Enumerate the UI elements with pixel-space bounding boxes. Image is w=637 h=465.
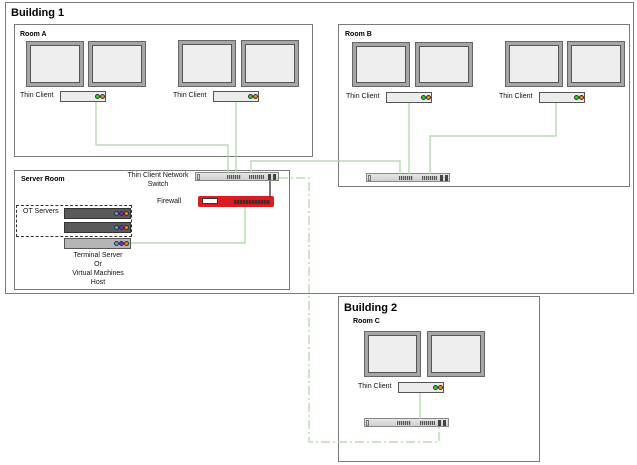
switch-mount-ear (368, 175, 371, 181)
terminal-server[interactable] (64, 238, 131, 249)
monitor (567, 41, 625, 87)
thin-client-label: Thin Client (20, 92, 54, 99)
thin-client[interactable] (60, 91, 106, 102)
room-c-network-switch[interactable] (364, 418, 449, 427)
switch-label-line-1: Thin Client Network (127, 172, 189, 179)
ot-servers-label: OT Servers (23, 208, 59, 215)
status-led-purple (119, 211, 124, 216)
terminal-server-label: Terminal Server Or Virtual Machines Host (57, 251, 139, 287)
switch-ports (399, 176, 413, 180)
terminal-server-label-line: Or (94, 261, 102, 268)
monitor (364, 331, 421, 377)
switch-uplink-port (443, 420, 446, 426)
firewall[interactable] (198, 196, 274, 207)
status-led-orange (438, 385, 443, 390)
status-led-green (574, 95, 579, 100)
switch-uplink-port (445, 175, 448, 181)
thin-client[interactable] (539, 92, 585, 103)
status-led-orange (100, 94, 105, 99)
terminal-server-label-line: Host (90, 279, 106, 286)
room-c-title: Room C (353, 318, 380, 325)
status-led-blue (114, 225, 119, 230)
monitor (427, 331, 485, 377)
monitor (241, 40, 299, 87)
building-1-title: Building 1 (11, 7, 65, 19)
terminal-server-label-line: Virtual Machines (72, 270, 124, 277)
switch-mount-ear (197, 174, 200, 180)
monitor (88, 41, 146, 87)
thin-client-label: Thin Client (499, 93, 533, 100)
switch-label-line-2: Switch (147, 181, 169, 188)
thin-client-label: Thin Client (346, 93, 380, 100)
switch-ports (422, 176, 437, 180)
status-led-orange (124, 211, 129, 216)
firewall-ports (234, 200, 270, 204)
terminal-server-label-line: Terminal Server (73, 252, 123, 259)
switch-mount-ear (366, 420, 369, 426)
thin-client-label: Thin Client (358, 383, 392, 390)
switch-uplink-port (440, 175, 443, 181)
thin-client-network-switch[interactable] (195, 172, 279, 181)
thin-client[interactable] (386, 92, 432, 103)
switch-uplink-port (273, 174, 276, 180)
status-led-orange (426, 95, 431, 100)
status-led-orange (579, 95, 584, 100)
status-led-purple (119, 241, 124, 246)
room-b-network-switch[interactable] (366, 173, 450, 182)
status-led-blue (114, 211, 119, 216)
switch-uplink-port (268, 174, 271, 180)
room-b-title: Room B (345, 31, 372, 38)
status-led-green (248, 94, 253, 99)
thin-client[interactable] (213, 91, 259, 102)
status-led-purple (119, 225, 124, 230)
monitor (26, 41, 84, 87)
switch-ports (420, 421, 435, 425)
room-b-boundary (338, 24, 630, 187)
room-a-title: Room A (20, 31, 47, 38)
switch-ports (249, 175, 264, 179)
ot-server[interactable] (64, 222, 131, 233)
status-led-orange (253, 94, 258, 99)
switch-ports (227, 175, 241, 179)
thin-client-label: Thin Client (173, 92, 207, 99)
building-2-title: Building 2 (344, 302, 398, 314)
monitor (415, 42, 473, 87)
status-led-orange (124, 225, 129, 230)
server-room-title: Server Room (21, 176, 65, 183)
monitor (178, 40, 236, 87)
status-led-orange (124, 241, 129, 246)
switch-uplink-port (438, 420, 441, 426)
status-led-green (421, 95, 426, 100)
switch-ports (397, 421, 411, 425)
status-led-green (95, 94, 100, 99)
firewall-display (202, 198, 218, 204)
monitor (505, 41, 563, 87)
thin-client[interactable] (398, 382, 444, 393)
status-led-blue (114, 241, 119, 246)
server-room-switch-label: Thin Client Network Switch (120, 171, 196, 189)
ot-server[interactable] (64, 208, 131, 219)
firewall-label: Firewall (157, 198, 182, 205)
monitor (352, 42, 410, 87)
